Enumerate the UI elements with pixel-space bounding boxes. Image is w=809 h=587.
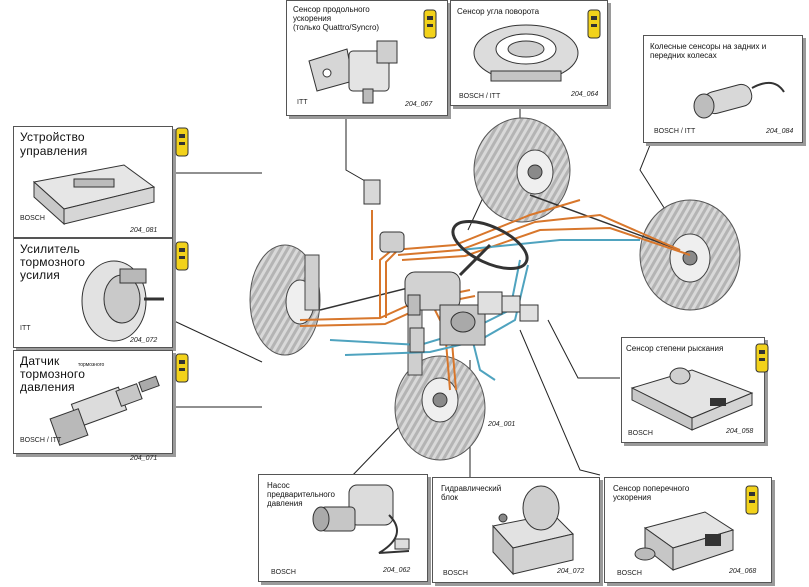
- hydraulic-code: 204_072: [557, 568, 585, 575]
- steering-wheel: [451, 220, 529, 277]
- relay-box-3: [519, 304, 539, 322]
- pressure-label-small: тормозного: [78, 362, 105, 368]
- wheel-label-2: передних колесах: [650, 51, 717, 60]
- pressure-brand: BOSCH / ITT: [20, 437, 62, 444]
- badge-icon: [175, 127, 189, 157]
- pressure-label-3: давления: [20, 380, 75, 394]
- panel-yaw-sensor: Сенсор степени рыскания BOSCH 204_058: [621, 337, 765, 443]
- pump-label-1: Насос: [267, 481, 290, 490]
- control-unit-illustration: [32, 164, 156, 226]
- relay-box: [477, 291, 503, 315]
- panel-longitudinal-sensor: Сенсор продольного ускорения (только Qua…: [286, 0, 448, 116]
- front-left-wheel: [249, 244, 321, 356]
- panel-wheel-sensors: Колесные сенсоры на задних и передних ко…: [643, 35, 803, 143]
- control-unit-label-2: управления: [20, 144, 88, 158]
- pump-label-2: предварительного: [267, 490, 335, 499]
- hydraulic-label-2: блок: [441, 493, 458, 502]
- hydraulic-illustration: [492, 485, 574, 576]
- wheel-label-1: Колесные сенсоры на задних и: [650, 42, 767, 51]
- badge-icon: [755, 343, 769, 373]
- control-unit-label-1: Устройство: [20, 130, 85, 144]
- longitudinal-code: 204_067: [405, 101, 433, 108]
- panel-lateral-sensor: Сенсор поперечного ускорения BOSCH 204_0…: [604, 477, 772, 583]
- rear-left-wheel: [473, 117, 571, 223]
- longitudinal-label-3: (только Quattro/Syncro): [293, 23, 380, 32]
- panel-brake-pressure-sensor: Датчик тормозного тормозного давления BO…: [13, 350, 173, 454]
- steering-brand: BOSCH / ITT: [459, 93, 501, 100]
- pressure-sensor-illustration: [49, 375, 160, 446]
- yaw-brand: BOSCH: [628, 430, 653, 437]
- yaw-code: 204_058: [726, 428, 754, 435]
- yaw-sensor-illustration: [630, 367, 754, 431]
- lateral-brand: BOSCH: [617, 570, 642, 577]
- yaw-label: Сенсор степени рыскания: [626, 344, 724, 353]
- lateral-code: 204_068: [729, 568, 757, 575]
- panel-steering-angle-sensor: Сенсор угла поворота BOSCH / ITT 204_064: [450, 0, 608, 106]
- pump-part: [409, 327, 425, 353]
- wheel-sensor-illustration: [693, 81, 785, 119]
- longitudinal-sensor-illustration: [308, 40, 398, 104]
- booster-label-1: Усилитель: [20, 242, 80, 256]
- wheel-code: 204_084: [766, 128, 794, 135]
- hydraulic-unit-part: [439, 304, 486, 346]
- longitudinal-label-1: Сенсор продольного: [293, 5, 370, 14]
- badge-icon: [745, 485, 759, 515]
- steering-code: 204_064: [571, 91, 599, 98]
- pressure-code: 204_071: [130, 455, 158, 462]
- longitudinal-sensor-part: [363, 179, 381, 205]
- hydraulic-brand: BOSCH: [443, 570, 468, 577]
- control-unit-code: 204_081: [130, 227, 158, 234]
- hydraulic-label-1: Гидравлический: [441, 484, 502, 493]
- booster-illustration: [81, 260, 164, 342]
- pump-code: 204_062: [383, 567, 411, 574]
- booster-part: [404, 271, 461, 316]
- panel-pre-pressure-pump: Насос предварительного давления BOSCH 20…: [258, 474, 428, 582]
- pressure-label-2: тормозного: [20, 367, 86, 381]
- panel-control-unit: Устройство управления BOSCH 204_081: [13, 126, 173, 238]
- booster-label-3: усилия: [20, 268, 60, 282]
- booster-label-2: тормозного: [20, 255, 86, 269]
- control-unit-brand: BOSCH: [20, 215, 45, 222]
- badge-icon: [175, 241, 189, 271]
- booster-brand: ITT: [20, 325, 31, 332]
- lateral-label-1: Сенсор поперечного: [613, 484, 690, 493]
- lateral-label-2: ускорения: [613, 493, 652, 502]
- pump-brand: BOSCH: [271, 569, 296, 576]
- steering-label: Сенсор угла поворота: [457, 7, 540, 16]
- panel-brake-booster: Усилитель тормозного усилия ITT 204_072: [13, 238, 173, 348]
- longitudinal-brand: ITT: [297, 99, 308, 106]
- badge-icon: [175, 353, 189, 383]
- longitudinal-label-2: ускорения: [293, 14, 332, 23]
- badge-icon: [423, 9, 437, 39]
- booster-code: 204_072: [130, 337, 158, 344]
- lateral-sensor-illustration: [634, 511, 735, 572]
- badge-icon: [587, 9, 601, 39]
- relay-box-2: [501, 295, 521, 313]
- wheel-brand: BOSCH / ITT: [654, 128, 696, 135]
- panel-hydraulic-unit: Гидравлический блок BOSCH 204_072: [432, 477, 600, 583]
- control-unit-part: [379, 231, 405, 253]
- steering-sensor-illustration: [473, 24, 579, 82]
- pressure-label-1: Датчик: [20, 354, 60, 368]
- pump-label-3: давления: [267, 499, 303, 508]
- center-code: 204_001: [488, 421, 516, 428]
- pump-illustration: [312, 484, 410, 554]
